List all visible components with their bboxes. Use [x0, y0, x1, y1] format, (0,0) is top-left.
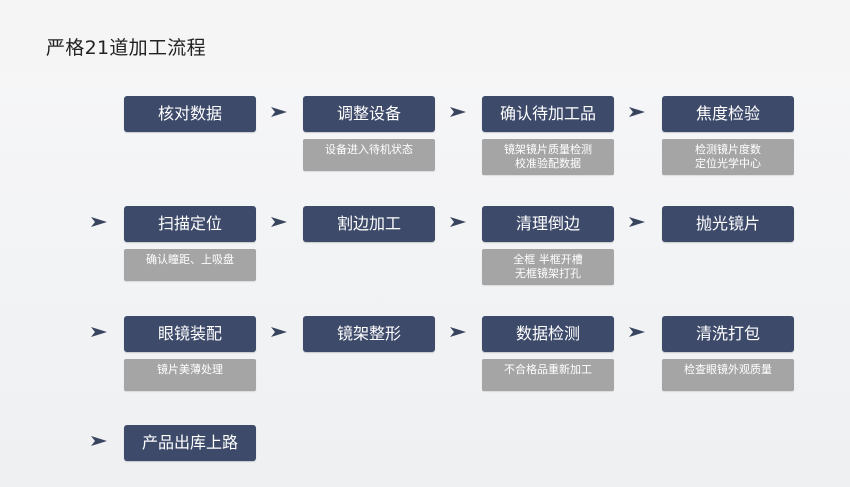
arrow-icon	[449, 216, 467, 228]
step-clean-bevel: 清理倒边	[482, 206, 614, 242]
step-note: 确认瞳距、上吸盘	[124, 249, 256, 281]
step-adjust-equipment: 调整设备	[303, 96, 435, 132]
step-note: 设备进入待机状态	[303, 139, 435, 171]
title-strip	[0, 0, 850, 72]
arrow-icon	[449, 326, 467, 338]
arrow-icon	[628, 106, 646, 118]
arrow-icon	[90, 435, 108, 447]
arrow-icon	[449, 106, 467, 118]
step-note: 全框 半框开槽 无框镜架打孔	[482, 249, 614, 285]
step-note: 检查眼镜外观质量	[662, 359, 794, 391]
step-power-inspection: 焦度检验	[662, 96, 794, 132]
step-frame-shaping: 镜架整形	[303, 316, 435, 352]
step-clean-pack: 清洗打包	[662, 316, 794, 352]
arrow-icon	[628, 216, 646, 228]
step-edge-processing: 割边加工	[303, 206, 435, 242]
step-polish-lenses: 抛光镜片	[662, 206, 794, 242]
step-confirm-items: 确认待加工品	[482, 96, 614, 132]
arrow-icon	[270, 216, 288, 228]
arrow-icon	[90, 326, 108, 338]
arrow-icon	[270, 326, 288, 338]
arrow-icon	[628, 326, 646, 338]
step-scan-position: 扫描定位	[124, 206, 256, 242]
step-core-data: 核对数据	[124, 96, 256, 132]
page-title: 严格21道加工流程	[46, 37, 206, 59]
step-glasses-assembly: 眼镜装配	[124, 316, 256, 352]
arrow-icon	[90, 216, 108, 228]
step-note: 不合格品重新加工	[482, 359, 614, 391]
step-note: 检测镜片度数 定位光学中心	[662, 139, 794, 175]
step-product-shipping: 产品出库上路	[124, 425, 256, 461]
step-note: 镜架镜片质量检测 校准验配数据	[482, 139, 614, 175]
arrow-icon	[270, 106, 288, 118]
step-data-inspection: 数据检测	[482, 316, 614, 352]
step-note: 镜片美薄处理	[124, 359, 256, 391]
